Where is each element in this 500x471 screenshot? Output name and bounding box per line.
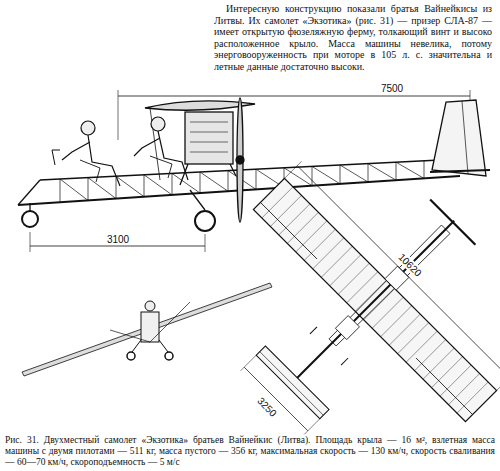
- fuselage-boom: [292, 221, 455, 384]
- engine-fin: [190, 142, 228, 143]
- gear-leg: [341, 358, 348, 365]
- extension-line: [118, 90, 119, 140]
- truss-post: [256, 169, 257, 189]
- wing-rib: [304, 229, 335, 260]
- truss-diagonal: [396, 162, 424, 178]
- tail-fin: [432, 100, 486, 176]
- wing-rib: [423, 348, 454, 379]
- rudder-hinge: [462, 101, 468, 174]
- wing-rib: [270, 195, 301, 226]
- wing-rib: [338, 263, 369, 294]
- truss-post: [60, 179, 61, 202]
- nose-frame: [18, 180, 40, 205]
- truss-post: [88, 178, 89, 201]
- aileron: [260, 202, 317, 259]
- engine-fin: [190, 152, 228, 153]
- propeller: [237, 98, 243, 222]
- seat: [335, 316, 359, 340]
- control-stick: [52, 150, 60, 165]
- dimension-line: [118, 96, 470, 97]
- front-view: [22, 283, 272, 376]
- dimension-line: [244, 367, 308, 431]
- propeller: [430, 200, 475, 245]
- truss-post: [396, 162, 397, 180]
- extension-line: [497, 374, 500, 391]
- seat: [385, 266, 409, 290]
- truss-post: [368, 164, 369, 182]
- truss-post: [172, 173, 173, 194]
- wing-plan: [253, 178, 496, 421]
- dimension-line: [30, 246, 205, 247]
- truss-post: [340, 165, 341, 184]
- main-wheel: [195, 211, 215, 231]
- engine-mount: [230, 164, 236, 176]
- engine: [185, 112, 233, 164]
- spinner: [236, 156, 244, 164]
- engine-fin: [190, 122, 228, 123]
- wing-rib: [262, 187, 293, 218]
- wing-rib: [406, 331, 437, 362]
- truss-post: [228, 171, 229, 192]
- wing-rib: [398, 323, 429, 354]
- wing-rib: [364, 289, 395, 320]
- main-gear: [190, 190, 205, 210]
- wing-rib: [279, 204, 310, 235]
- extension-line: [284, 161, 301, 178]
- wing-rib: [287, 212, 318, 243]
- wing-rib: [321, 246, 352, 277]
- engine-fin: [190, 132, 228, 133]
- stabilizer: [430, 170, 490, 172]
- truss-post: [144, 175, 145, 197]
- wing-rib: [372, 297, 403, 328]
- truss-diagonal: [200, 172, 228, 191]
- wing-rib: [449, 374, 480, 405]
- wing-rib: [381, 306, 412, 337]
- fuselage-truss: [328, 225, 450, 347]
- truss-post: [116, 176, 117, 198]
- dimension-label: 7500: [379, 83, 405, 94]
- pilot: [62, 121, 120, 186]
- extension-line: [304, 419, 320, 435]
- truss-post: [424, 161, 425, 179]
- nose-wheel: [22, 211, 38, 227]
- figure-caption: Рис. 31. Двухместный самолет «Экзотика» …: [5, 435, 495, 468]
- wing-rib: [355, 280, 386, 311]
- pilot: [134, 117, 188, 180]
- truss-diagonal: [368, 164, 396, 181]
- truss-diagonal: [116, 176, 144, 197]
- wing-rib: [313, 238, 344, 269]
- wing-rib: [347, 272, 378, 303]
- intro-text: Интересную конструкцию показали братья В…: [214, 3, 492, 72]
- truss-diagonal: [172, 173, 200, 193]
- extension-line: [30, 232, 31, 252]
- truss-diagonal: [312, 166, 340, 183]
- wing-rib: [440, 365, 471, 396]
- wing-rib: [457, 382, 488, 413]
- side-view: [18, 90, 490, 252]
- wing-rib: [389, 314, 420, 345]
- truss-diagonal: [88, 178, 116, 199]
- truss-post: [312, 166, 313, 185]
- truss-post: [200, 172, 201, 193]
- dimension-line: [297, 166, 500, 378]
- wing-rib: [432, 357, 463, 388]
- dimension-label: 3250: [254, 394, 280, 420]
- wing-rib: [415, 340, 446, 371]
- wing-rib: [330, 255, 361, 286]
- wing-rib: [296, 221, 327, 252]
- gear-leg: [310, 327, 317, 334]
- truss-diagonal: [60, 179, 88, 200]
- extension-line: [241, 355, 257, 371]
- aileron: [416, 358, 473, 415]
- dimension-label: 3100: [105, 234, 131, 245]
- extension-line: [205, 234, 206, 252]
- plan-view: [166, 115, 500, 471]
- truss-diagonal: [340, 165, 368, 182]
